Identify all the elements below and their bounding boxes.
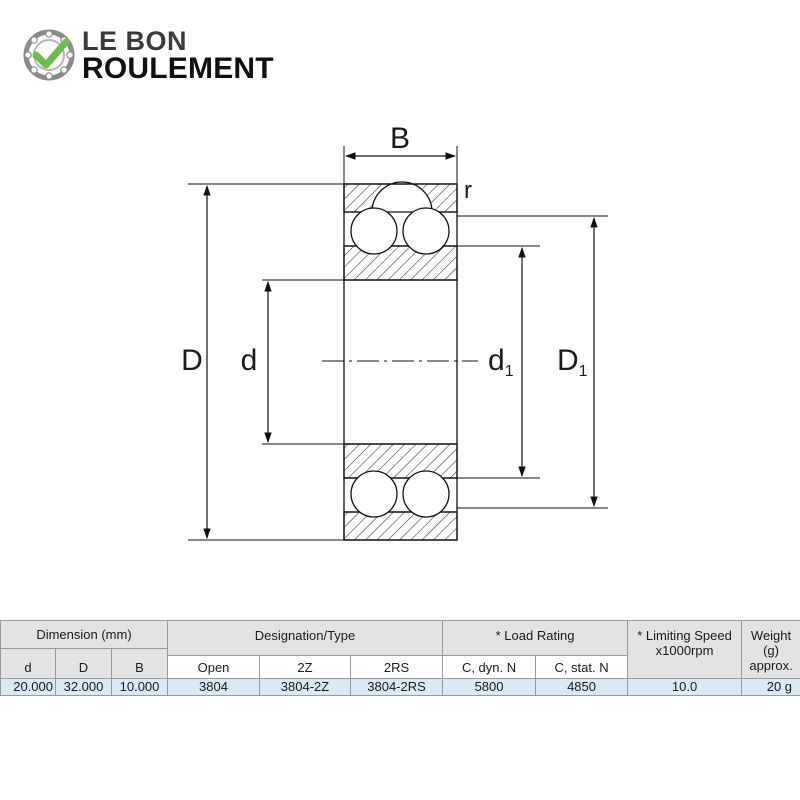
- subheader-open: Open: [167, 655, 261, 679]
- header-dimension: Dimension (mm): [0, 620, 169, 649]
- bearing-check-icon: [23, 29, 75, 81]
- label-r: r: [464, 177, 472, 204]
- bore-outline: [343, 280, 458, 444]
- cell-D: 32.000: [55, 678, 112, 696]
- bearing-top-half: [343, 181, 458, 281]
- subheader-2z: 2Z: [259, 655, 352, 679]
- subheader-B: B: [110, 648, 169, 679]
- cell-d: 20.000: [0, 678, 56, 696]
- cell-B: 10.000: [110, 678, 169, 696]
- subheader-2rs: 2RS: [350, 655, 444, 679]
- label-D: D: [181, 344, 203, 377]
- cell-2rs: 3804-2RS: [350, 678, 444, 696]
- cell-speed: 10.0: [627, 678, 743, 696]
- label-d1: d1: [488, 344, 514, 380]
- brand-name-line2: ROULEMENT: [82, 52, 274, 85]
- cell-2z: 3804-2Z: [259, 678, 352, 696]
- header-weight: Weight (g) approx.: [741, 620, 800, 679]
- subheader-D: D: [55, 648, 112, 679]
- header-designation: Designation/Type: [167, 620, 444, 656]
- header-limiting-speed: * Limiting Speed x1000rpm: [627, 620, 743, 679]
- table-row: 20.000 32.000 10.000 3804 3804-2Z 3804-2…: [0, 678, 800, 696]
- label-B: B: [390, 122, 410, 155]
- bearing-bottom-half: [343, 443, 458, 541]
- bearing-cross-section-drawing: B r D d d1 D1: [181, 122, 608, 541]
- label-d: d: [241, 344, 258, 377]
- dimension-lines: [203, 152, 598, 540]
- header-load-rating: * Load Rating: [442, 620, 629, 656]
- subheader-c-stat: C, stat. N: [535, 655, 629, 679]
- label-D1: D1: [557, 344, 588, 380]
- cell-open: 3804: [167, 678, 261, 696]
- brand-logo: LE BON ROULEMENT: [22, 26, 312, 86]
- cell-weight: 20 g: [741, 678, 800, 696]
- subheader-c-dyn: C, dyn. N: [442, 655, 537, 679]
- cell-c-stat: 4850: [535, 678, 629, 696]
- subheader-d: d: [0, 648, 56, 679]
- extension-lines: [188, 146, 608, 541]
- cell-c-dyn: 5800: [442, 678, 537, 696]
- specification-table: Dimension (mm) Designation/Type * Load R…: [0, 620, 800, 696]
- brand-name-line1: LE BON: [82, 26, 188, 56]
